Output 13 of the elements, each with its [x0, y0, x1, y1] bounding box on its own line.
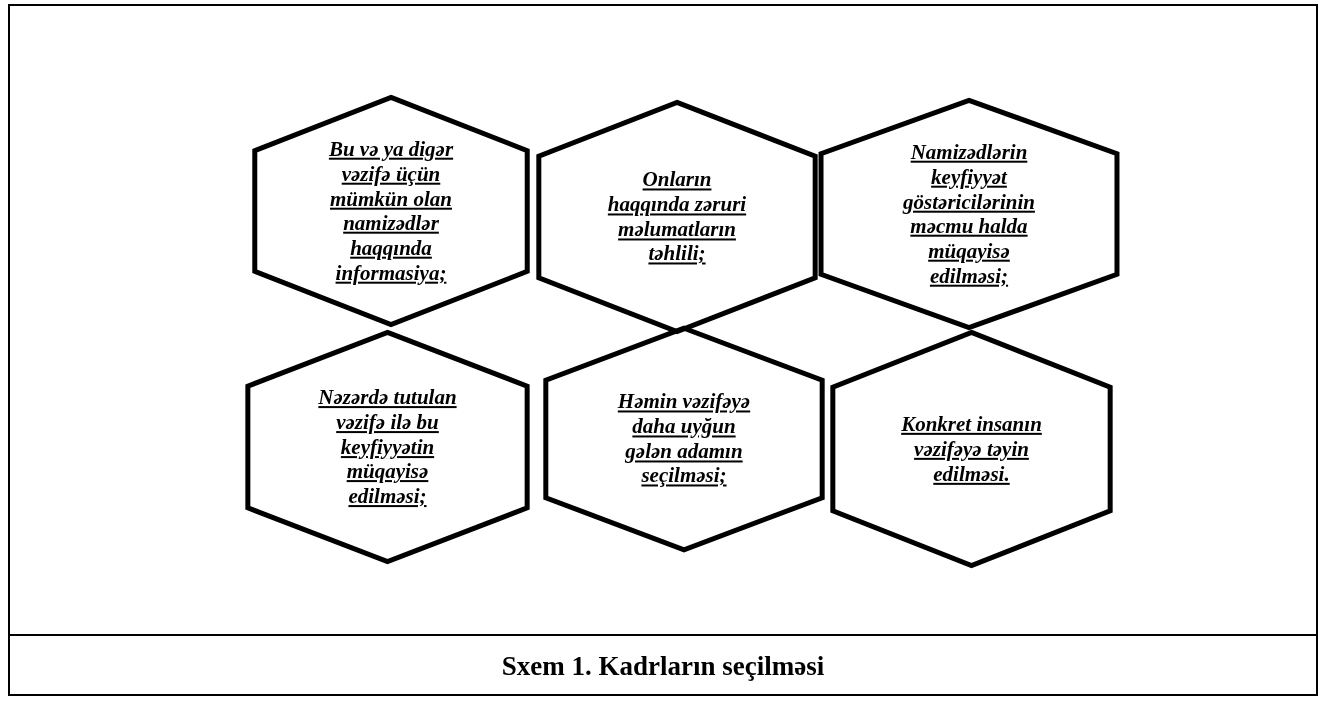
step-text: Həmin vəzifəyə daha uyğun gələn adamın seçilməsi;	[616, 389, 752, 489]
hexagon-node	[830, 330, 1113, 568]
step-text: Onların haqqında zəruri məlumatların təhlili;	[606, 167, 748, 267]
hexagon-node	[252, 95, 530, 327]
step-text: Bu və ya digər vəzifə üçün mümkün olan namizədlər haqqında informasiya;	[327, 136, 455, 286]
hexagon-node	[543, 326, 825, 552]
hexagon-node	[818, 98, 1120, 330]
hexagon-node	[536, 100, 818, 334]
hexagon-node	[245, 330, 530, 564]
step-text: Konkret insanın vəzifəyə təyin edilməsi.	[900, 411, 1043, 487]
step-text: Namizədlərin keyfiyyət göstəricilərinin məcmu halda müqayisə edilməsi;	[901, 139, 1036, 289]
step-text: Nəzərdə tutulan vəzifə ilə bu keyfiyyətin müqayisə edilməsi;	[317, 385, 458, 509]
caption: Sxem 1. Kadrların seçilməsi	[501, 650, 825, 682]
